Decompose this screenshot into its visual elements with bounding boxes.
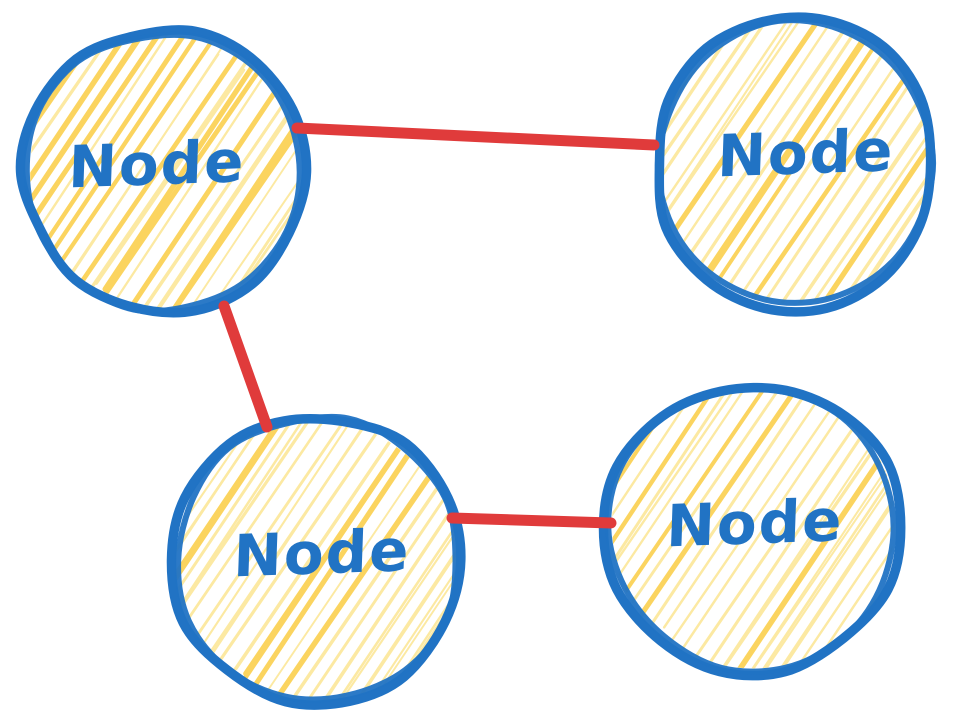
node-outline xyxy=(166,414,466,710)
graph-edge-node-top-left-to-node-top-right xyxy=(291,122,660,151)
node-hatch-fill xyxy=(175,419,460,703)
node-outline xyxy=(15,25,312,318)
node-outline-overdraw xyxy=(23,31,303,315)
node-outline-overdraw xyxy=(654,17,937,306)
graph-node-node-top-left xyxy=(15,25,312,318)
graph-node-node-bottom-right xyxy=(598,382,906,681)
node-hatch-fill xyxy=(30,34,302,309)
graph-edge-node-bottom-left-to-node-bottom-right xyxy=(446,512,617,529)
graph-node-node-top-right xyxy=(654,12,937,317)
graph-node-node-bottom-left xyxy=(166,413,466,710)
node-outline-overdraw xyxy=(175,413,459,703)
graph-edge-node-top-left-to-node-bottom-left xyxy=(218,300,273,433)
